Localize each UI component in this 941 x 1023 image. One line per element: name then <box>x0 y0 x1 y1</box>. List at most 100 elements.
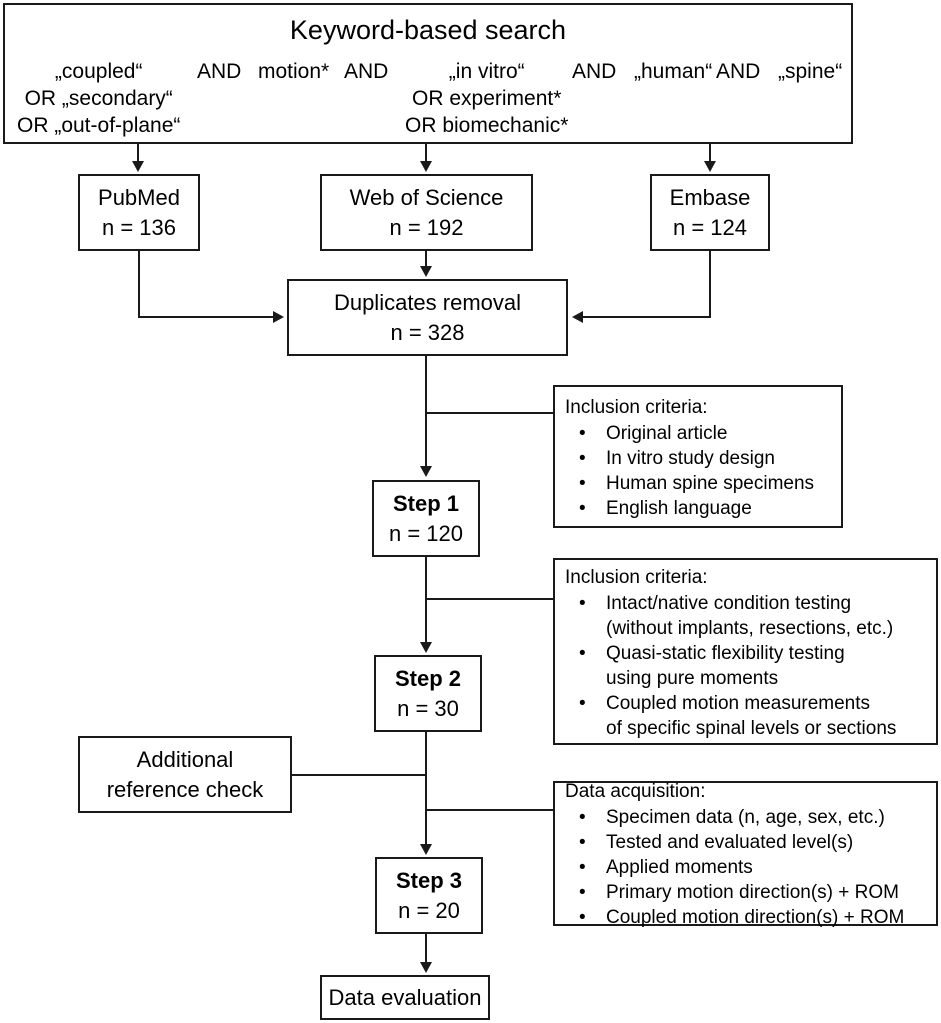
bullet-icon: • <box>579 472 586 494</box>
keyword-column-invitro: „in vitro“ OR experiment* OR biomechanic… <box>405 58 568 139</box>
keyword-line: „spine“ <box>778 60 843 83</box>
criteria-item: • English language <box>565 496 814 521</box>
criteria-heading: Data acquisition: <box>565 781 706 802</box>
connector-pubmed-vertical <box>138 251 140 318</box>
arrowhead-down-pubmed <box>132 161 144 172</box>
criteria-item: • Intact/native condition testing (witho… <box>565 591 896 641</box>
criteria-list: • Specimen data (n, age, sex, etc.) • Te… <box>565 805 904 930</box>
database-name: Embase <box>669 184 751 210</box>
keyword-column-coupled: „coupled“ OR „secondary“ OR „out-of-plan… <box>17 58 180 139</box>
keyword-column-motion: motion* <box>258 58 329 85</box>
step-box-2: Step 2 n = 30 <box>374 655 482 732</box>
branch-addref-to-mainline <box>292 774 427 776</box>
page-title: Keyword-based search <box>289 15 567 45</box>
keyword-line: „coupled“ <box>54 60 143 83</box>
data-evaluation-box: Data evaluation <box>320 975 490 1020</box>
arrowhead-down-embase <box>704 161 716 172</box>
bullet-icon: • <box>579 447 586 469</box>
database-name: Web of Science <box>349 184 504 210</box>
branch-step2-to-criteria2 <box>425 598 555 600</box>
addref-line-1: Additional <box>136 746 234 772</box>
criteria-item: • Coupled motion measurements of specifi… <box>565 691 896 741</box>
criteria-item-text: Applied moments <box>606 857 753 878</box>
duplicates-label: Duplicates removal <box>333 289 522 315</box>
bullet-icon: • <box>579 497 586 519</box>
connector-embase-vertical <box>709 251 711 318</box>
keyword-column-human: „human“ <box>634 58 712 85</box>
criteria-item-text: Coupled motion measurements <box>606 692 871 714</box>
connector-header-to-embase <box>709 144 711 162</box>
inclusion-criteria-panel-1: Inclusion criteria: • Original article •… <box>553 385 843 528</box>
arrowhead-right-duplicates-left <box>273 311 284 323</box>
boolean-operator-and-4: AND <box>716 60 761 83</box>
step-box-1: Step 1 n = 120 <box>372 480 480 557</box>
addref-line-2: reference check <box>106 776 264 802</box>
keyword-search-box: Keyword-based search „coupled“ OR „secon… <box>3 3 853 144</box>
bullet-icon: • <box>579 907 586 928</box>
connector-duplicates-to-step1 <box>425 356 427 467</box>
arrowhead-down-step1 <box>420 466 432 477</box>
step-count: n = 120 <box>388 520 463 546</box>
connector-header-to-pubmed <box>137 144 139 162</box>
criteria-item: • Tested and evaluated level(s) <box>565 830 904 855</box>
bullet-icon: • <box>579 807 586 828</box>
connector-embase-horizontal <box>583 316 711 318</box>
criteria-item-text: English language <box>606 497 752 519</box>
keyword-line: OR biomechanic* <box>405 114 569 137</box>
criteria-item: • Coupled motion direction(s) + ROM <box>565 905 904 930</box>
arrowhead-down-wos <box>420 161 432 172</box>
database-box-embase: Embase n = 124 <box>650 174 770 251</box>
bullet-icon: • <box>579 832 586 853</box>
bullet-icon: • <box>579 857 586 878</box>
bullet-icon: • <box>579 422 586 444</box>
criteria-item: • Specimen data (n, age, sex, etc.) <box>565 805 904 830</box>
keyword-line: „in vitro“ <box>448 60 525 83</box>
criteria-item-text: Primary motion direction(s) + ROM <box>606 882 899 903</box>
database-name: PubMed <box>98 184 180 210</box>
branch-step3-to-criteria3 <box>425 809 555 811</box>
criteria-item-continuation: (without implants, resections, etc.) <box>606 617 894 639</box>
criteria-heading: Inclusion criteria: <box>565 396 708 418</box>
criteria-item: • Original article <box>565 421 814 446</box>
boolean-operator-and-1: AND <box>197 60 242 83</box>
step-count: n = 30 <box>397 695 459 721</box>
criteria-list: • Intact/native condition testing (witho… <box>565 591 896 741</box>
criteria-item-text: Coupled motion direction(s) + ROM <box>606 907 905 928</box>
boolean-operator-and-3: AND <box>572 60 617 83</box>
step-count: n = 20 <box>398 897 460 923</box>
database-count: n = 192 <box>389 214 464 240</box>
connector-step2-to-step3 <box>425 732 427 845</box>
duplicates-count: n = 328 <box>390 319 465 345</box>
connector-step1-to-step2 <box>425 557 427 643</box>
database-count: n = 124 <box>672 214 747 240</box>
boolean-operator-and-2: AND <box>344 60 389 83</box>
criteria-item-text: Specimen data (n, age, sex, etc.) <box>606 807 885 828</box>
keyword-line: OR „secondary“ <box>24 87 173 110</box>
step-title: Step 3 <box>395 867 463 893</box>
connector-wos-vertical <box>425 251 427 267</box>
arrowhead-down-step2 <box>420 642 432 653</box>
connector-header-to-wos <box>425 144 427 162</box>
keyword-column-spine: „spine“ <box>778 58 842 85</box>
bullet-icon: • <box>579 882 586 903</box>
step-title: Step 1 <box>392 490 460 516</box>
criteria-item-text: In vitro study design <box>606 447 775 469</box>
data-acquisition-panel: Data acquisition: • Specimen data (n, ag… <box>553 781 938 928</box>
criteria-heading: Inclusion criteria: <box>565 566 708 588</box>
criteria-item-text: Tested and evaluated level(s) <box>606 832 854 853</box>
criteria-item-text: Human spine specimens <box>606 472 815 494</box>
connector-step3-to-dataeval <box>425 933 427 963</box>
criteria-item-continuation: of specific spinal levels or sections <box>606 717 897 739</box>
database-box-pubmed: PubMed n = 136 <box>78 174 200 251</box>
bullet-icon: • <box>579 592 586 614</box>
keyword-line: OR experiment* <box>412 87 562 110</box>
connector-pubmed-horizontal <box>138 316 273 318</box>
step-box-3: Step 3 n = 20 <box>375 857 483 934</box>
criteria-item: • Applied moments <box>565 855 904 880</box>
keyword-line: „human“ <box>634 60 713 83</box>
inclusion-criteria-panel-2: Inclusion criteria: • Intact/native cond… <box>553 558 938 745</box>
criteria-item-continuation: using pure moments <box>606 667 779 689</box>
criteria-item-text: Quasi-static flexibility testing <box>606 642 845 664</box>
criteria-item: • Human spine specimens <box>565 471 814 496</box>
